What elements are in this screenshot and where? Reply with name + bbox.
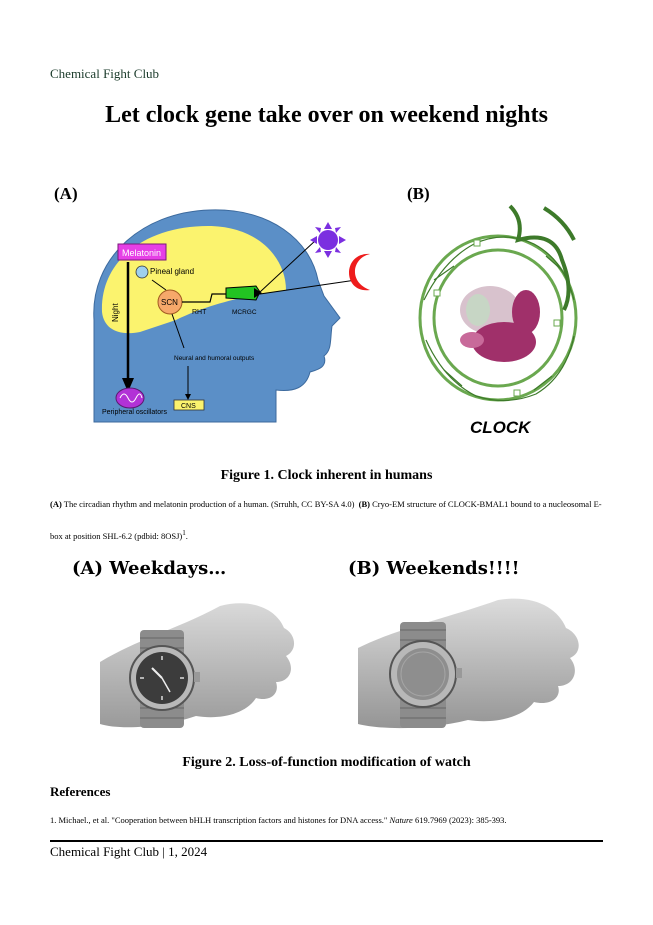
figure1-panel-b-label: (B) <box>407 184 430 203</box>
helix-tail <box>508 204 571 311</box>
figure2-label-weekends: (B) Weekends!!!! <box>348 558 520 579</box>
melatonin-box <box>117 243 167 261</box>
pineal-gland-label: Pineal gland <box>150 267 194 276</box>
footer-text: Chemical Fight Club | 1, 2024 <box>50 844 208 859</box>
scn-label: SCN <box>161 298 178 307</box>
circadian-head-diagram: Melatonin Pineal gland Night SCN RHT MCR… <box>93 209 370 423</box>
footer-divider <box>50 840 603 842</box>
rht-label: RHT <box>192 309 207 316</box>
figure2-label-weekdays: (A) Weekdays… <box>72 558 227 579</box>
protein-core <box>460 286 540 362</box>
peripheral-oscillators-icon <box>115 387 145 409</box>
peripheral-oscillators-label: Peripheral oscillators <box>102 409 167 416</box>
watch-weekends-photo <box>358 598 579 729</box>
neural-outputs-label: Neural and humoral outputs <box>174 355 255 362</box>
references-heading: References <box>50 784 111 799</box>
moon-icon <box>349 253 370 291</box>
reference-item: 1. Michael., et al. "Cooperation between… <box>50 815 507 825</box>
cns-label: CNS <box>181 403 196 410</box>
cns-box <box>173 399 205 411</box>
night-label: Night <box>111 303 120 322</box>
page-title: Let clock gene take over on weekend nigh… <box>105 102 548 128</box>
melatonin-label: Melatonin <box>122 248 161 258</box>
structure-label: CLOCK <box>470 418 531 437</box>
hand-shape <box>100 603 295 728</box>
mcrgc-label: MCRGC <box>232 309 257 316</box>
eye-shape <box>225 285 261 301</box>
pineal-gland-icon <box>135 265 149 279</box>
figure1-caption: Figure 1. Clock inherent in humans <box>220 468 433 483</box>
watch-weekdays-photo <box>100 603 295 728</box>
clock-bmal1-structure <box>418 204 578 402</box>
header-brand: Chemical Fight Club <box>50 66 160 81</box>
blank-watch-face-icon <box>397 648 449 700</box>
figure2-caption: Figure 2. Loss-of-function modification … <box>182 755 471 770</box>
figure1-description: (A) The circadian rhythm and melatonin p… <box>50 499 602 541</box>
sun-icon <box>310 222 346 258</box>
figure1-panel-a-label: (A) <box>54 184 78 203</box>
